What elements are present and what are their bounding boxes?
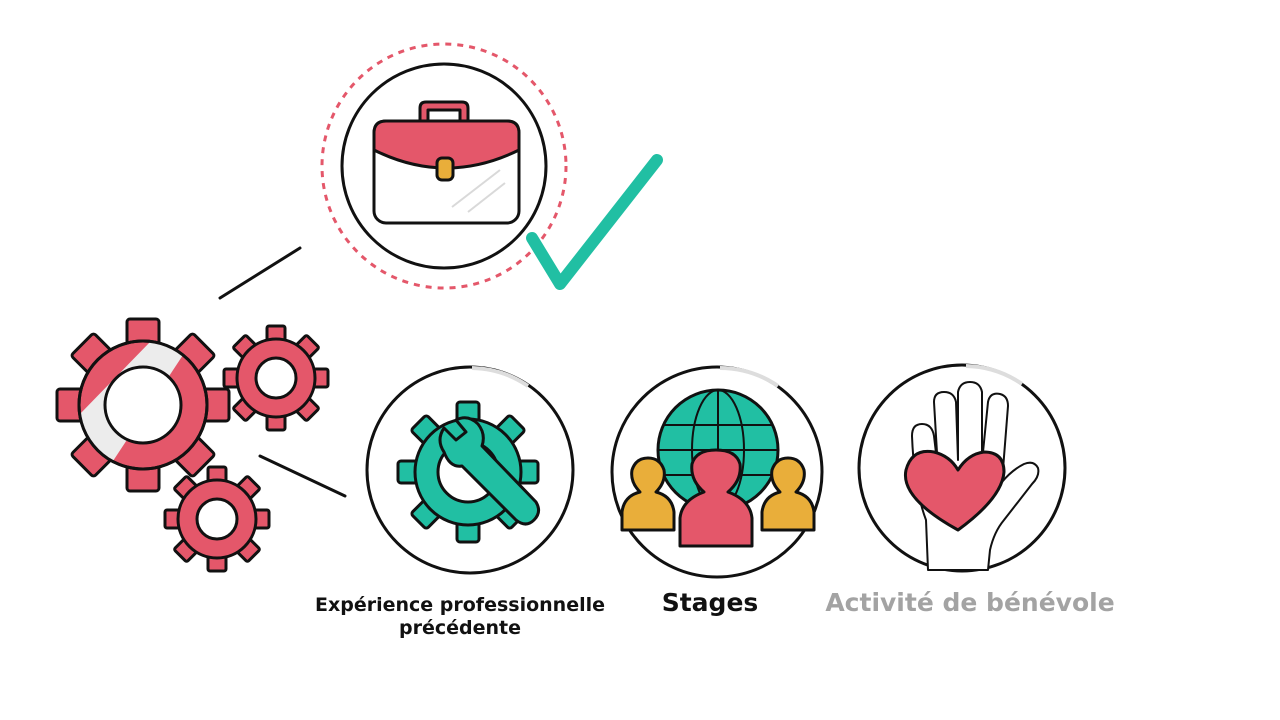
- label-experience: Expérience professionnelle précédente: [315, 594, 605, 640]
- stages-node[interactable]: [610, 365, 824, 579]
- gears-icon: [55, 317, 330, 573]
- experience-node[interactable]: [365, 365, 575, 575]
- label-benevole: Activité de bénévole: [825, 588, 1115, 617]
- briefcase-node[interactable]: [320, 42, 568, 290]
- label-stages: Stages: [661, 588, 759, 617]
- heart-hand-icon: [903, 381, 1040, 571]
- globe-people-icon: [620, 388, 816, 548]
- benevole-node[interactable]: [857, 363, 1067, 573]
- checkmark-icon: [526, 154, 663, 290]
- briefcase-icon: [372, 100, 521, 225]
- connector-line-top: [218, 246, 302, 300]
- selection-ring: [320, 42, 568, 290]
- wrench-gear-icon: [396, 400, 541, 544]
- connector-line-bottom: [258, 454, 347, 498]
